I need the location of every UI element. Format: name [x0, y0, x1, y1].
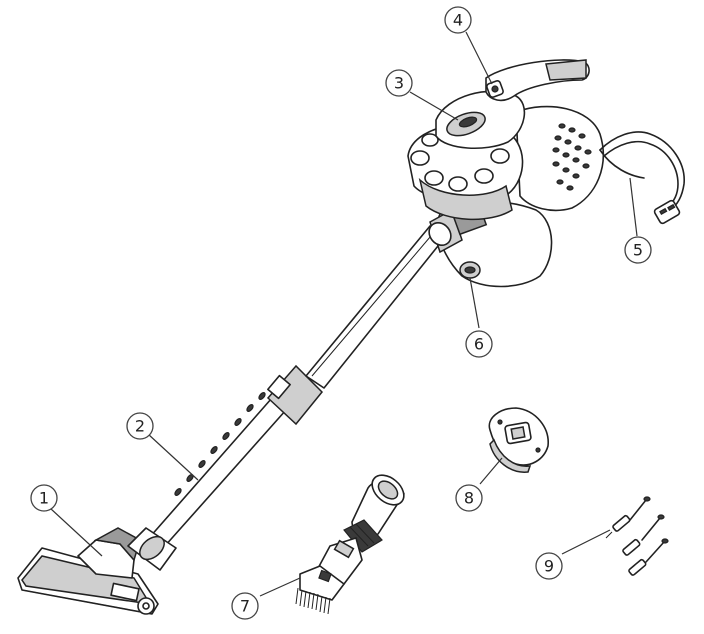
telescopic-tube	[127, 225, 447, 571]
callout-number: 6	[474, 335, 484, 354]
floor-brush	[17, 527, 159, 615]
power-cord	[599, 131, 685, 225]
callout-number: 9	[544, 557, 554, 576]
callout-8: 8	[455, 484, 483, 512]
callout-number: 8	[464, 489, 474, 508]
callout-6: 6	[465, 330, 493, 358]
callout-number: 4	[453, 11, 463, 30]
vent-grille	[552, 123, 592, 191]
screw-3	[645, 538, 669, 563]
callout-number: 3	[394, 74, 404, 93]
bristles	[295, 587, 331, 615]
screw-2	[641, 514, 665, 541]
screws-and-plugs	[605, 496, 669, 576]
main-body	[407, 59, 605, 288]
wall-bracket	[488, 407, 549, 473]
callout-3: 3	[385, 69, 413, 97]
screw-1	[629, 496, 651, 521]
callout-number: 1	[39, 489, 49, 508]
callout-number: 2	[135, 417, 145, 436]
leader-lines	[49, 31, 638, 597]
callout-2: 2	[126, 412, 154, 440]
callout-number: 5	[633, 241, 643, 260]
cyclone-holes	[410, 133, 510, 192]
callout-number: 7	[240, 597, 250, 616]
wall-plug-2	[622, 538, 641, 556]
callout-4: 4	[444, 6, 472, 34]
callout-5: 5	[624, 236, 652, 264]
plug	[653, 199, 681, 225]
callout-9: 9	[535, 552, 563, 580]
callout-1: 1	[30, 484, 58, 512]
wall-plug-3	[628, 558, 647, 576]
callout-7: 7	[231, 592, 259, 620]
crevice-brush-tool	[295, 474, 405, 615]
wall-plug-1	[605, 514, 631, 539]
